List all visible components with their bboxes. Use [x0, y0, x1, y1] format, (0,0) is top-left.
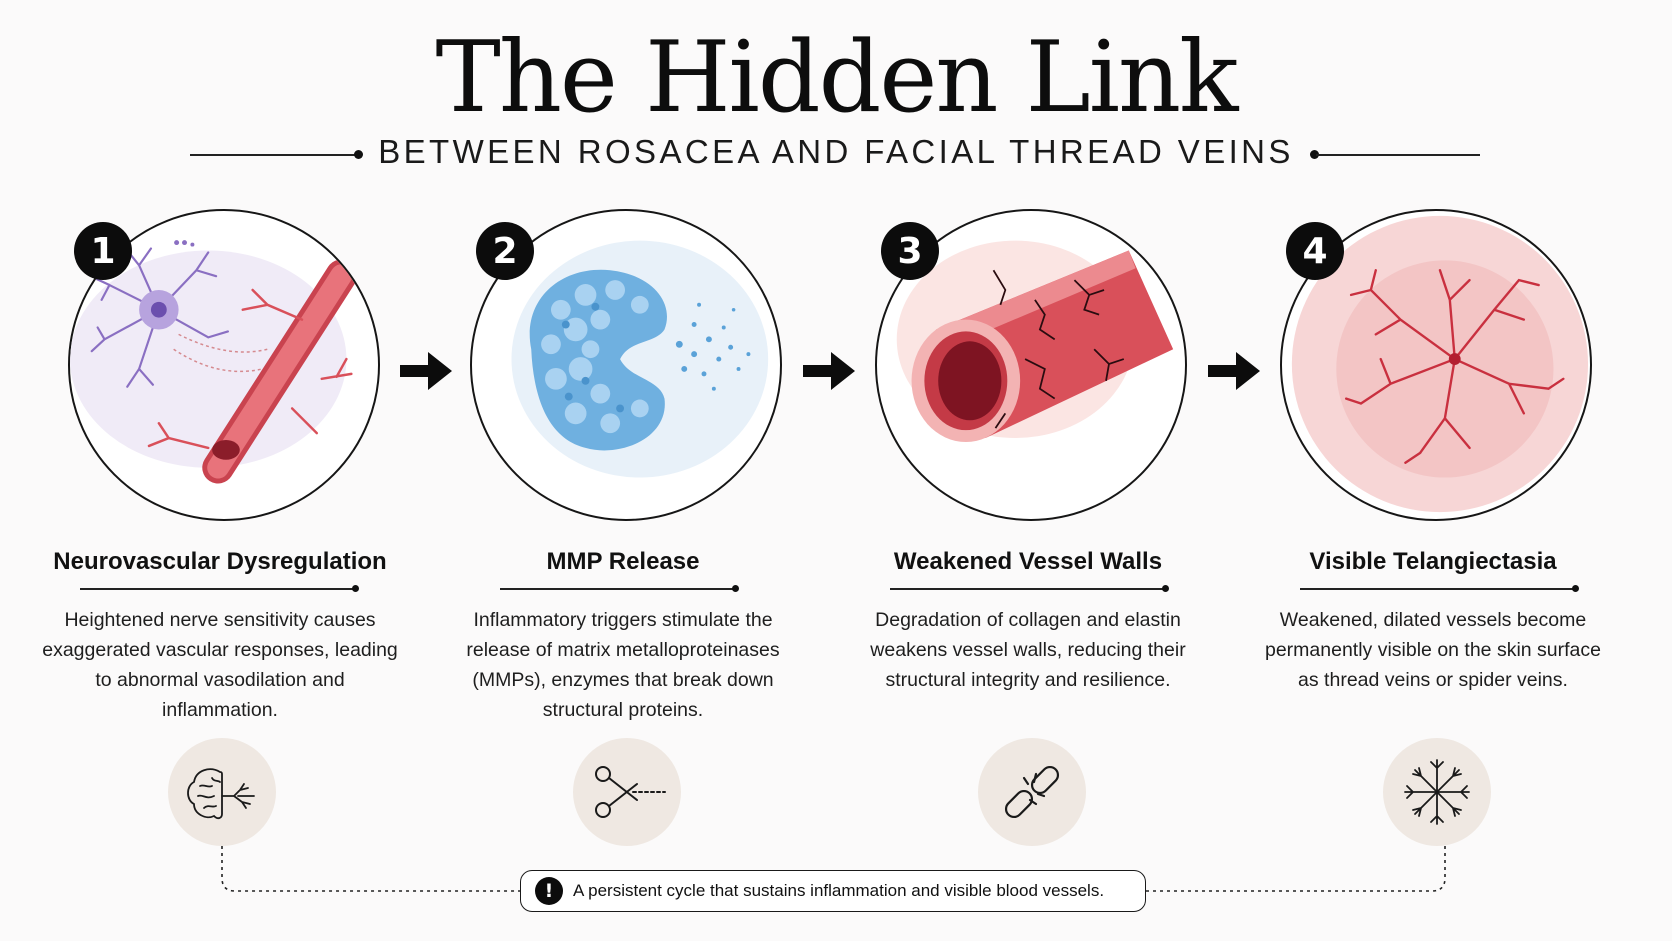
step-2-title: MMP Release [546, 548, 700, 575]
subtitle-rule-left [190, 154, 358, 156]
spider-veins-illustration [1291, 215, 1589, 513]
step-1-title: Neurovascular Dysregulation [53, 548, 387, 575]
alert-icon: ! [535, 877, 563, 905]
cracked-vessel-illustration [896, 240, 1174, 442]
step-3-rule [890, 588, 1166, 590]
step-3-icon [978, 738, 1086, 846]
step-2-icon [573, 738, 681, 846]
arrow-right-icon [400, 352, 452, 390]
step-3-title: Weakened Vessel Walls [893, 548, 1163, 575]
mmp-enzyme-illustration [511, 240, 769, 478]
step-2-rule-dot [732, 585, 739, 592]
step-1-description: Heightened nerve sensitivity causes exag… [42, 609, 398, 721]
step-4-description: Weakened, dilated vessels become permane… [1264, 609, 1601, 691]
step-1-rule-dot [352, 585, 359, 592]
neuron-vessel-illustration [70, 240, 358, 484]
step-4-icon [1383, 738, 1491, 846]
arrow-right-icon [803, 352, 855, 390]
brain-nerve-icon [187, 768, 255, 820]
step-3-illustration [875, 209, 1187, 521]
subtitle-dot-right [1310, 150, 1319, 159]
step-4-badge: 4 [1286, 222, 1344, 280]
subtitle-rule-right [1316, 154, 1480, 156]
step-1-rule [80, 588, 356, 590]
step-2-description: Inflammatory triggers stimulate the rele… [466, 609, 780, 721]
scissors-icon [595, 766, 666, 818]
step-4-title: Visible Telangiectasia [1309, 548, 1557, 575]
arrow-right-icon [1208, 352, 1260, 390]
page-title: The Hidden Link [435, 21, 1238, 135]
step-4-rule [1300, 588, 1576, 590]
spider-vein-icon [1404, 759, 1470, 825]
callout-text: A persistent cycle that sustains inflamm… [573, 881, 1105, 900]
broken-link-icon [1004, 765, 1060, 819]
cycle-callout: ! A persistent cycle that sustains infla… [520, 870, 1146, 912]
step-2-badge: 2 [476, 222, 534, 280]
step-3-rule-dot [1162, 585, 1169, 592]
step-1-badge: 1 [74, 222, 132, 280]
subtitle-dot-left [354, 150, 363, 159]
step-3-badge: 3 [881, 222, 939, 280]
step-3-description: Degradation of collagen and elastin weak… [870, 609, 1186, 691]
step-1-icon [168, 738, 276, 846]
page-subtitle: BETWEEN ROSACEA AND FACIAL THREAD VEINS [378, 133, 1294, 170]
step-4-rule-dot [1572, 585, 1579, 592]
step-4-illustration [1280, 209, 1592, 521]
step-2-rule [500, 588, 736, 590]
